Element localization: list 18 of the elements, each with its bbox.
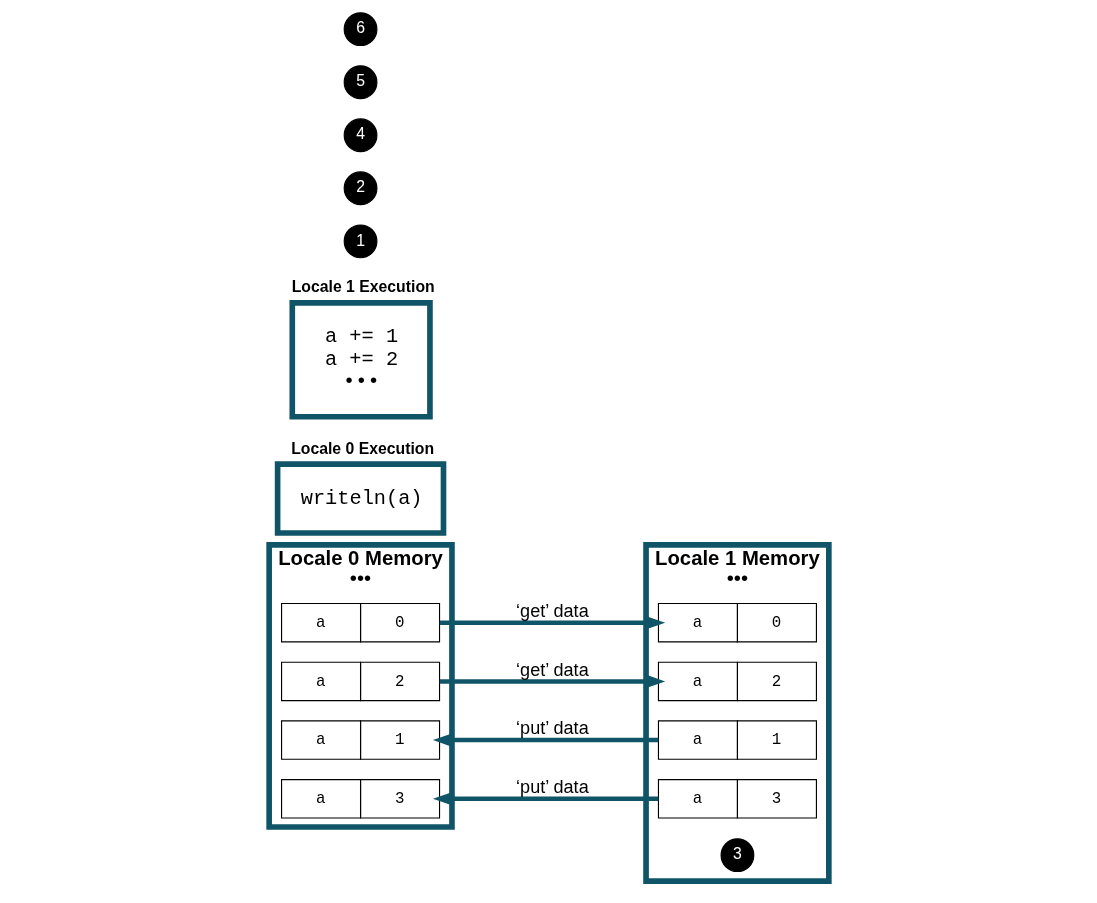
arrow [432,732,658,748]
node-box: writeln(a) [274,461,446,536]
node-circle: 3 [720,838,754,873]
node-box: a += 1 a += 2 ••• [288,300,433,420]
edge-label: ‘put’ data [515,776,589,797]
node-label: Locale 0 Execution [290,439,434,457]
node-label: Locale 1 Execution [291,278,435,296]
arrow [432,791,658,806]
node-circle: 2 [343,171,377,206]
edge-label: ‘get’ data [515,600,589,621]
node-circle: 6 [343,12,377,47]
node-circle: 5 [343,65,377,100]
edge-label: ‘get’ data [515,659,589,680]
arrow [439,615,665,630]
arrow [439,674,665,689]
node-circle: 4 [343,118,377,153]
edge-label: ‘put’ data [515,718,589,739]
node-circle: 1 [343,224,377,259]
